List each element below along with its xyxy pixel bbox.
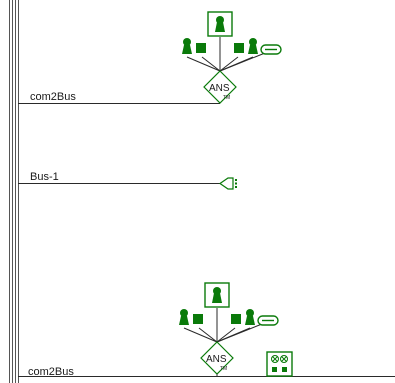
bus-label-com2bus-top: com2Bus — [30, 91, 76, 103]
ans-node-bottom[interactable]: ANS TM — [179, 282, 279, 375]
terminal-square-icon — [234, 43, 244, 53]
terminal-square-icon — [193, 314, 203, 324]
ans-tm-mark: TM — [220, 366, 227, 372]
ans-node-top[interactable]: ANS TM — [182, 11, 282, 104]
ans-label: ANS — [206, 354, 227, 365]
bus-label-bus-1: Bus-1 — [30, 171, 59, 183]
ans-fan-lines — [186, 37, 271, 72]
capsule-icon — [257, 315, 279, 326]
bus-line-com2bus-bottom[interactable]: com2Bus — [18, 366, 395, 378]
left-rail — [9, 0, 19, 383]
bus-label-com2bus-bottom: com2Bus — [28, 366, 74, 378]
person-icon — [182, 38, 192, 54]
ans-fan-lines — [183, 308, 268, 343]
bus-line-bus-1[interactable]: Bus-1 — [18, 171, 222, 184]
bus-terminator-icon[interactable] — [218, 177, 237, 190]
terminal-square-icon — [196, 43, 206, 53]
keyhole-box-icon — [207, 11, 233, 37]
ans-tm-mark: TM — [223, 95, 230, 101]
keyhole-box-icon — [204, 282, 230, 308]
person-icon — [245, 309, 255, 325]
person-icon — [248, 38, 258, 54]
ans-diamond-icon — [203, 70, 237, 104]
person-icon — [179, 309, 189, 325]
capsule-icon — [260, 44, 282, 55]
terminal-square-icon — [231, 314, 241, 324]
device-box-icon[interactable] — [266, 351, 293, 377]
ans-label: ANS — [209, 83, 230, 94]
bus-line-com2bus-top[interactable]: com2Bus — [18, 91, 220, 104]
